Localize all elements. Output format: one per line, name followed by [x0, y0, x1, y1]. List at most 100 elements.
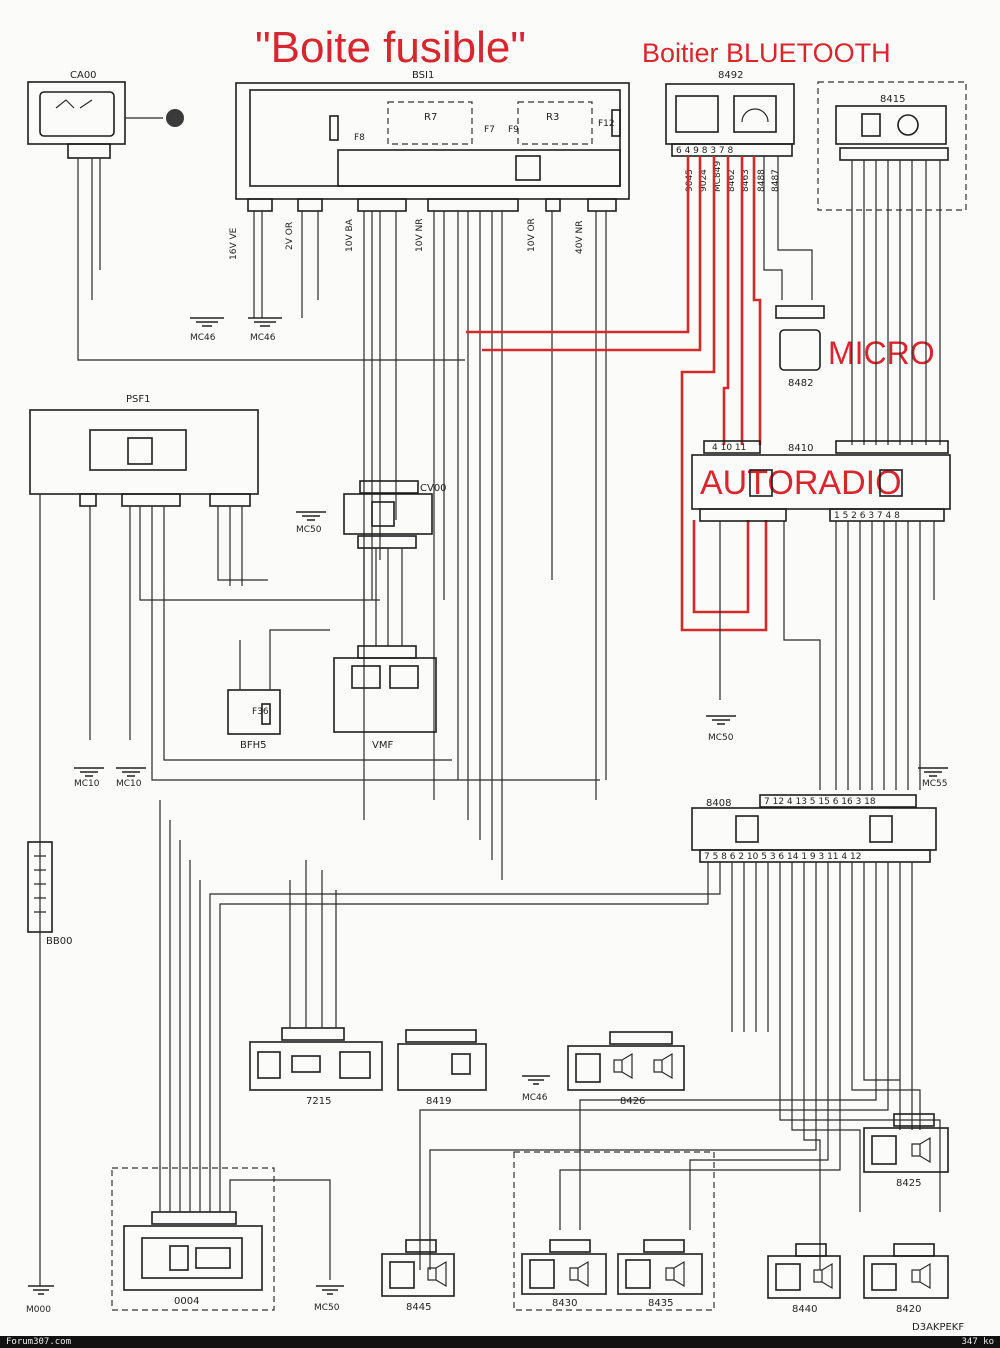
autoradio-top-connector-right: [835, 440, 949, 454]
chip-icon: [127, 437, 153, 465]
chip-icon: [169, 1245, 189, 1271]
bsi1-box: [235, 82, 630, 200]
speaker-8435-label: 8435: [648, 1298, 673, 1309]
keypad-icon: [351, 665, 381, 689]
module-7215-box: [249, 1041, 383, 1091]
bfh5-box: [227, 689, 281, 735]
module-0004-wires: [159, 800, 331, 1280]
red-wire: [722, 156, 730, 445]
speaker-cone-icon: [569, 1260, 589, 1288]
bsi1-wires: [253, 211, 607, 880]
ground-symbol: [918, 767, 948, 777]
bluetooth-wire-label: 9024: [699, 169, 709, 192]
bsi-wire-label: 16V VE: [229, 227, 239, 260]
bsi1-inner: [249, 89, 621, 187]
fuse-f8-label: F8: [354, 133, 365, 143]
ground-mc10-label: MC10: [116, 779, 142, 789]
bsi1-chip-icon: [515, 155, 541, 181]
speaker-cone-icon: [427, 1260, 447, 1288]
bfh5-label: BFH5: [240, 740, 267, 751]
speaker-icon: [869, 815, 893, 843]
speaker-8445: 8445: [381, 1239, 455, 1313]
ground-mc55-label: MC55: [922, 779, 948, 789]
speaker-8440-connector: [795, 1243, 827, 1257]
ground-mc46-label: MC46: [190, 333, 216, 343]
battery-label: BB00: [46, 936, 72, 947]
speaker-icon: [879, 469, 903, 497]
speaker-8426: 8426: [567, 1031, 685, 1107]
module-7215-label: 7215: [306, 1096, 331, 1107]
display-icon: [195, 1247, 231, 1269]
speaker-8445-label: 8445: [406, 1302, 431, 1313]
bsi1-label: BSI1: [412, 70, 434, 81]
bluetooth-wire-label: 8488: [757, 169, 767, 192]
speaker-cone-icon: [665, 1260, 685, 1288]
speaker-8425-label: 8425: [896, 1178, 921, 1189]
module-7215: 7215: [249, 860, 383, 1107]
bluetooth-wire-label: 9045: [685, 169, 695, 192]
chip-icon: [861, 113, 881, 137]
speaker-cone-icon: [613, 1052, 673, 1080]
speaker-8445-box: [381, 1253, 455, 1297]
chip-icon: [749, 469, 773, 497]
ground-mc50-label: MC50: [708, 733, 734, 743]
autoradio-bottom-connector-right: [829, 508, 945, 522]
module-8419-box: [397, 1043, 487, 1091]
psf1-wires: [39, 494, 600, 1286]
relay-icon: [451, 1053, 471, 1075]
ca00-ignition-switch: CA00: [27, 70, 465, 361]
disc-icon: [897, 114, 919, 136]
speaker-icon: [529, 1259, 555, 1289]
red-wire: [466, 156, 690, 334]
microphone-label: 8482: [788, 378, 813, 389]
cv00-box: [343, 493, 433, 535]
speaker-8430-box: [521, 1253, 607, 1295]
bsi1-connector-b: [297, 198, 323, 212]
battery-bb00: BB00 M000: [26, 841, 72, 1315]
speaker-8425-connector: [893, 1113, 935, 1127]
battery-icon: [27, 841, 53, 933]
speaker-cone-icon: [911, 1262, 931, 1290]
ground-m000-label: M000: [26, 1305, 51, 1315]
autoradio-box: [691, 454, 951, 510]
red-wire: [680, 156, 768, 632]
relay-r7-label: R7: [424, 112, 437, 123]
cv00-bottom-connector: [357, 535, 417, 549]
ground-mc50-label: MC50: [296, 525, 322, 535]
annotation-boitier-bluetooth: Boitier BLUETOOTH: [642, 38, 891, 68]
bsi-wire-label: 2V OR: [285, 222, 295, 250]
fuse-f36-label: F36: [252, 707, 269, 717]
speaker-8426-label: 8426: [620, 1096, 645, 1107]
autoradio-top-pins: 4 10 11: [712, 443, 746, 453]
speaker-cone-icon: [911, 1136, 931, 1164]
ca00-contacts: [55, 99, 93, 109]
fuse-icon: [611, 109, 621, 137]
ca00-wires: [77, 158, 465, 361]
bluetooth-connector: [671, 143, 793, 157]
module-0004-connector: [151, 1211, 237, 1225]
annotation-micro: MICRO: [828, 335, 935, 371]
speaker-icon: [625, 1259, 651, 1289]
headphones-arc: [741, 108, 769, 123]
module-8419-connector: [405, 1029, 477, 1043]
amplifier-top-pins: 7 12 4 13 5 15 6 16 3 18: [764, 797, 876, 807]
speaker-icon: [871, 1135, 897, 1165]
cv00-module: CV00: [343, 480, 447, 646]
amplifier-box: [691, 807, 937, 851]
speakers-8430-8435: 8430 8435: [513, 1151, 715, 1311]
bluetooth-module: 8492 6 4 9 8 3 7 8 9045 9024 MC849 8462 …: [665, 70, 813, 300]
page-code: D3AKPEKF: [912, 1322, 964, 1333]
module-7215-wires: [289, 860, 337, 1028]
fuse-f7-label: F7: [484, 125, 495, 135]
bsi1-connector-a: [247, 198, 273, 212]
ground-symbol: [190, 317, 224, 327]
micro-connector: [775, 305, 825, 319]
bsi1-connector-e: [545, 198, 561, 212]
battery-cells: [34, 855, 46, 913]
chip-icon: [257, 1051, 281, 1079]
footer-site: Forum307.com: [6, 1337, 72, 1347]
autoradio-wires: [719, 521, 935, 790]
bluetooth-mic-wires: [763, 156, 813, 300]
bsi-wire-label: 10V NR: [415, 219, 425, 252]
